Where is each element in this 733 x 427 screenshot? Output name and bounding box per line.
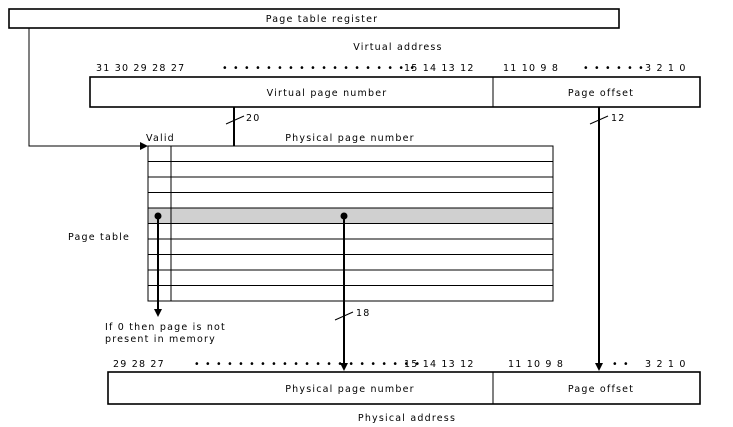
ppn-width-label: 18: [356, 308, 371, 319]
page-table-row: [147, 176, 554, 193]
virtual-bits-middle: 15 14 13 12: [404, 63, 475, 74]
page-table-register-label: Page table register: [266, 14, 379, 25]
page-table-row: [147, 269, 554, 286]
virtual-page-number-field: Virtual page number: [267, 88, 388, 99]
valid-column-header: Valid: [146, 133, 175, 144]
physical-address-box: [107, 371, 701, 405]
physical-bits-middle: 15 14 13 12: [404, 359, 475, 370]
physical-bits-low-ellipsis: • •: [612, 359, 630, 370]
virtual-bits-high: 31 30 29 28 27: [96, 63, 185, 74]
page-table-label: Page table: [68, 232, 130, 243]
offset-width-slash: [589, 115, 609, 125]
page-table-row: [147, 145, 554, 162]
invalid-note-line1: If 0 then page is not: [105, 322, 226, 333]
page-table-row: [147, 161, 554, 178]
register-pointer-arrow: [28, 28, 148, 150]
virtual-page-offset-field: Page offset: [568, 88, 634, 99]
virtual-address-caption: Virtual address: [353, 42, 442, 53]
vpn-width-label: 20: [246, 113, 261, 124]
virtual-bits-low-ellipsis: • • • • • •: [583, 63, 645, 74]
physical-bits-low-b: 3 2 1 0: [645, 359, 687, 370]
virtual-bits-ellipsis: • • • • • • • • • • • • • • • • • •: [222, 63, 416, 74]
page-table-row: [147, 285, 554, 302]
virtual-bits-low-a: 11 10 9 8: [503, 63, 559, 74]
page-table-row: [147, 223, 554, 240]
physical-address-caption: Physical address: [358, 413, 456, 424]
virtual-bits-low-b: 3 2 1 0: [645, 63, 687, 74]
physical-bits-low-a: 11 10 9 8: [508, 359, 564, 370]
virtual-address-box: [89, 76, 701, 108]
ppn-width-slash: [334, 311, 354, 321]
physical-page-offset-field: Page offset: [568, 384, 634, 395]
physical-bits-high: 29 28 27: [113, 359, 165, 370]
physical-bits-ellipsis: • • • • • • • • • • • • • • • • • • • • …: [194, 359, 421, 370]
page-table-register-box: [8, 8, 620, 29]
vpn-width-slash: [225, 115, 245, 125]
invalid-note-line2: present in memory: [105, 334, 216, 345]
ppn-column-header: Physical page number: [285, 133, 415, 144]
page-table-row-selected: [147, 207, 554, 224]
page-table-row: [147, 254, 554, 271]
page-table-row: [147, 238, 554, 255]
page-table-row: [147, 192, 554, 209]
page-table: [147, 145, 554, 302]
physical-page-number-field: Physical page number: [285, 384, 415, 395]
offset-width-label: 12: [611, 113, 626, 124]
